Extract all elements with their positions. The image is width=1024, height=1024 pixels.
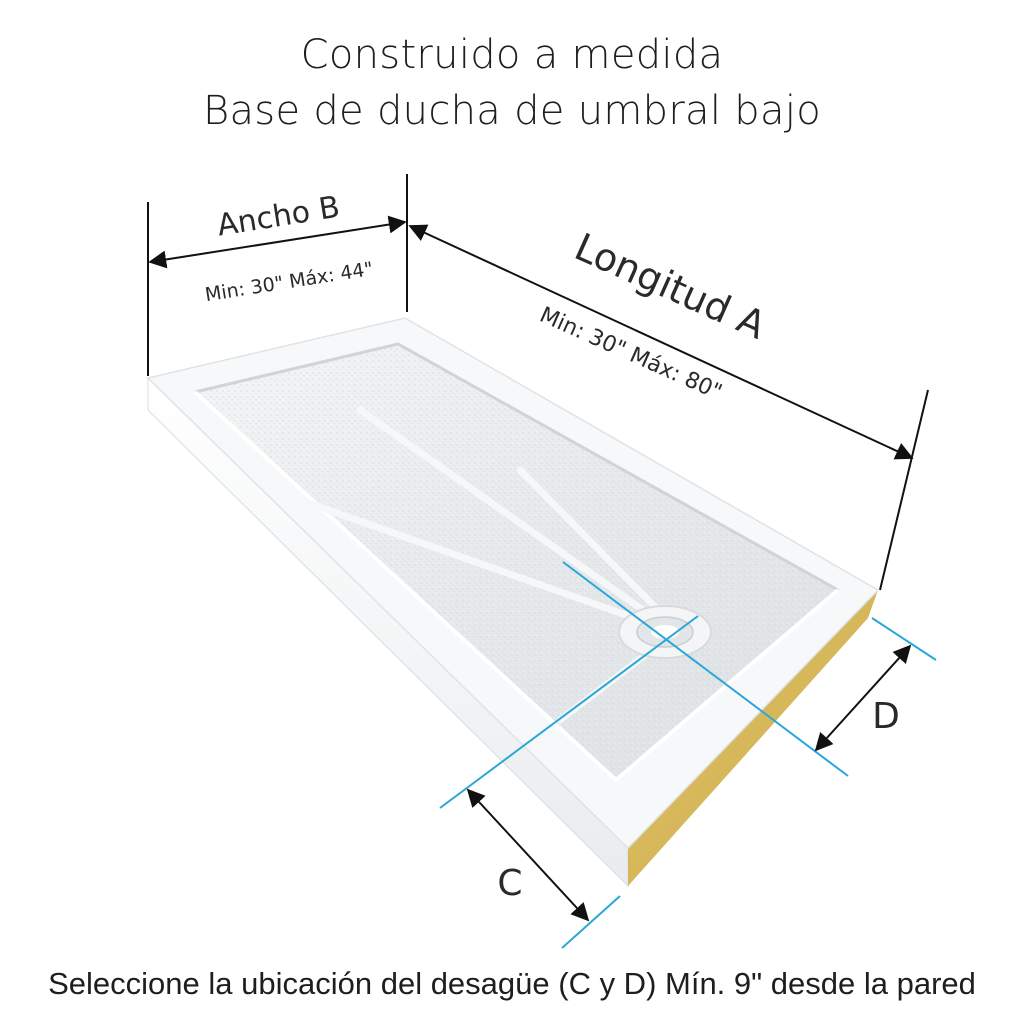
drain-d-label: D — [872, 696, 900, 737]
width-dimension-arrow — [148, 215, 407, 269]
drain-guides — [439, 561, 937, 949]
guide-line-c-end — [561, 895, 621, 949]
title-line-1: Construido a medida — [300, 32, 724, 78]
width-range: Min: 30" Máx: 44" — [204, 258, 375, 306]
guide-line-d — [562, 561, 849, 777]
length-dimension-arrow — [408, 224, 914, 460]
c-dimension-arrow — [466, 788, 590, 922]
title-line-2: Base de ducha de umbral bajo — [203, 88, 821, 134]
base-floor-texture — [195, 344, 838, 780]
guide-line-c — [439, 615, 699, 809]
d-dimension-arrow — [814, 644, 912, 752]
drain-c-label: C — [497, 863, 522, 904]
footer-note: Seleccione la ubicación del desagüe (C y… — [48, 966, 976, 1001]
guide-line-d-end — [871, 617, 937, 661]
length-extension-right — [879, 389, 929, 591]
shower-base — [146, 317, 880, 888]
dimension-lines — [147, 174, 929, 922]
